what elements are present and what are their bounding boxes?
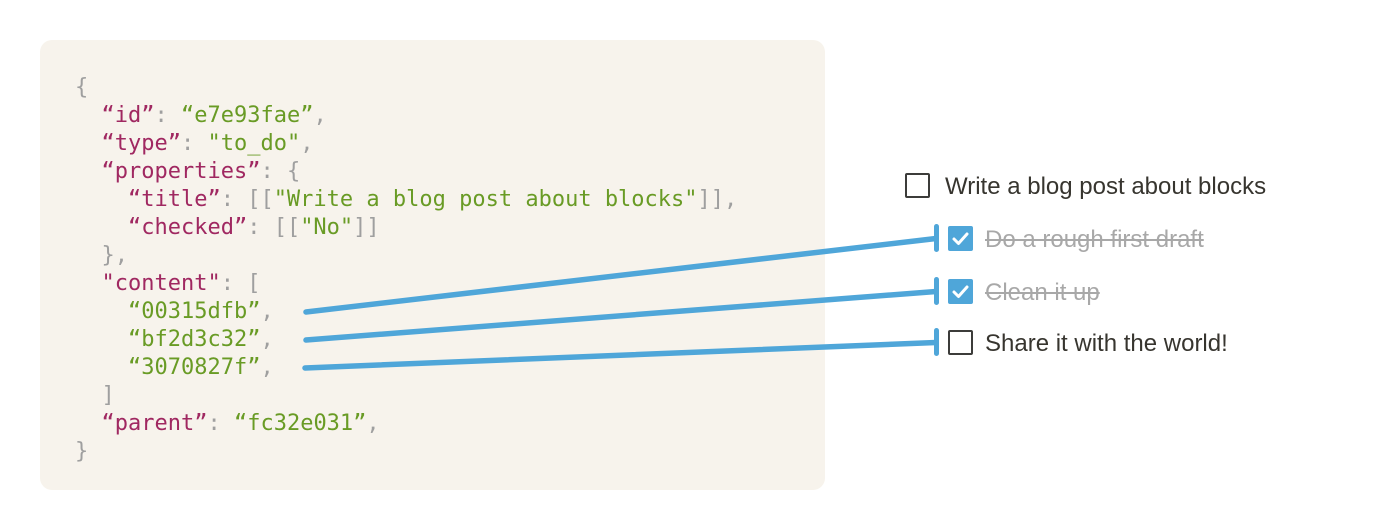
connector-end-cap [934, 277, 939, 305]
todo-label: Share it with the world! [985, 329, 1228, 357]
todo-label: Clean it up [985, 278, 1100, 306]
code-line: “00315dfb”, [127, 299, 274, 324]
todo-checkbox-unchecked[interactable] [948, 330, 973, 355]
code-line: } [75, 439, 89, 464]
todo-checkbox-unchecked[interactable] [905, 173, 930, 198]
code-line: “title”: [["Write a blog post about bloc… [127, 187, 738, 212]
code-line: “type”: "to_do", [101, 131, 314, 156]
code-line: “properties”: { [101, 159, 301, 184]
code-line: "content": [ [101, 271, 261, 296]
checkmark-icon [952, 285, 969, 298]
code-line: “id”: “e7e93fae”, [101, 103, 327, 128]
code-line: “3070827f”, [127, 355, 274, 380]
code-line: “parent”: “fc32e031”, [101, 411, 380, 436]
connector-end-cap [934, 224, 939, 252]
code-line: “checked”: [["No"]] [127, 215, 380, 240]
code-line: }, [75, 243, 128, 268]
code-line: ] [75, 383, 115, 408]
code-line: { [75, 75, 89, 100]
todo-label: Do a rough first draft [985, 225, 1204, 253]
todo-checkbox-checked[interactable] [948, 226, 973, 251]
json-code-block: { “id”: “e7e93fae”, “type”: "to_do", “pr… [75, 74, 737, 466]
todo-checkbox-checked[interactable] [948, 279, 973, 304]
code-line: “bf2d3c32”, [127, 327, 274, 352]
todo-label: Write a blog post about blocks [945, 172, 1267, 200]
connector-end-cap [934, 328, 939, 356]
checkmark-icon [952, 232, 969, 245]
